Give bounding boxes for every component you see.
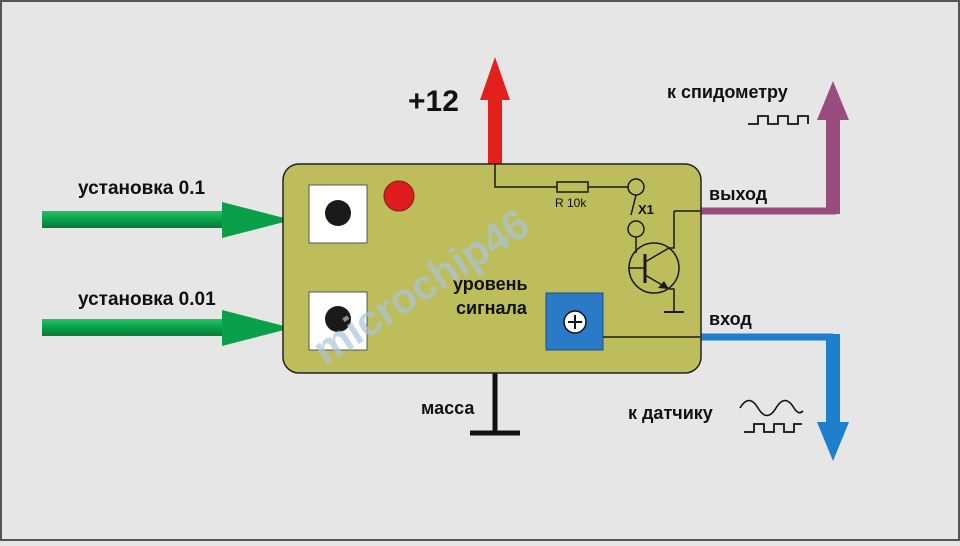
- speedometer-label: к спидометру: [667, 82, 788, 102]
- ground-label: масса: [421, 398, 475, 418]
- square-wave-sensor-icon: [744, 423, 802, 433]
- transistor-symbol: [628, 210, 700, 313]
- resistor-label: R 10k: [555, 196, 587, 210]
- arrow-set-01: [42, 202, 292, 238]
- output-line: [700, 81, 849, 215]
- sine-wave-icon: [739, 399, 804, 417]
- output-label: выход: [709, 184, 768, 204]
- input-line: [700, 333, 849, 461]
- resistor-wiring: [494, 164, 645, 253]
- led-indicator: [383, 180, 415, 212]
- button-set-001[interactable]: [308, 291, 368, 351]
- power-label: +12: [408, 85, 459, 118]
- square-wave-icon: [748, 115, 809, 125]
- ground-symbol: [470, 370, 520, 436]
- input-label: вход: [709, 309, 752, 329]
- power-arrow: [480, 57, 510, 165]
- jumper-label: X1: [638, 202, 654, 217]
- transistor-emitter-arrow: [658, 281, 669, 289]
- level-label-1: уровень: [453, 274, 528, 294]
- button-set-01[interactable]: [308, 184, 368, 244]
- label-set-001: установка 0.01: [78, 289, 216, 310]
- trimmer-level[interactable]: [545, 292, 604, 351]
- arrow-set-001: [42, 310, 292, 346]
- sensor-label: к датчику: [628, 403, 713, 423]
- level-label-2: сигнала: [456, 298, 528, 318]
- label-set-01: установка 0.1: [78, 178, 205, 199]
